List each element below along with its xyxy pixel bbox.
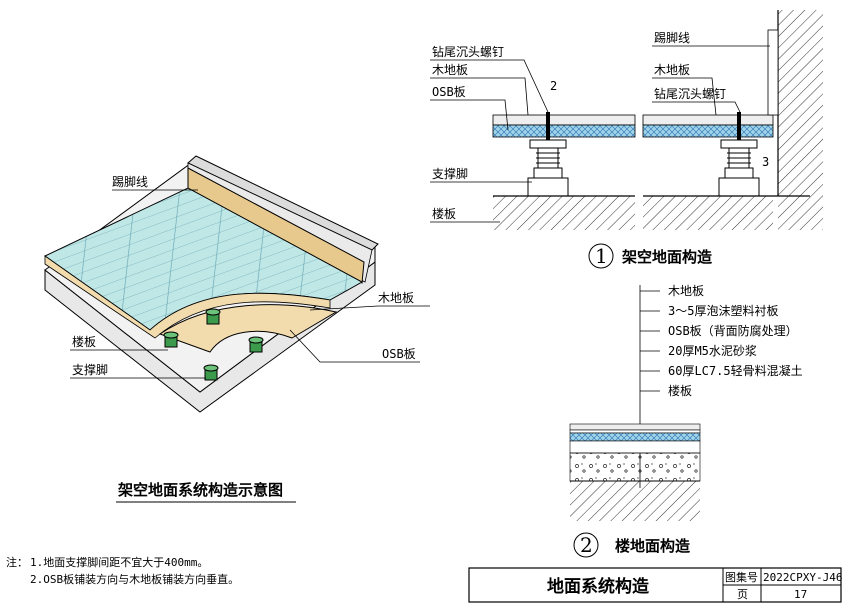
d2-slab [570,481,700,521]
d1-label-wood-floor: 木地板 [432,63,468,77]
d1-support-right [718,139,760,197]
d1-number-circle [588,243,614,269]
d1-label-osb: OSB板 [432,85,466,99]
d2-osb [569,432,701,442]
atlas-label: 图集号 [725,570,758,584]
iso-label-wood-floor: 木地板 [378,291,414,305]
d1-screw-left [546,112,550,142]
d1-leaders [430,45,770,223]
d2-number-circle [573,532,599,558]
d1-label-skirting: 踢脚线 [654,30,690,45]
d2-layer-3: OSB板（背面防腐处理） [668,323,798,338]
d2-layer-5: 60厚LC7.5轻骨料混凝土 [668,363,803,378]
isometric-view: 踢脚线 木地板 OSB板 楼板 支撑脚 架空地面系统构造示意图 [44,155,430,503]
d1-marker-3: 3 [762,155,769,169]
d1-number: 1 [595,244,608,268]
d2-concrete [569,452,701,482]
note-2: 2.OSB板铺装方向与木地板铺装方向垂直。 [30,572,239,586]
title-block-title: 地面系统构造 [547,576,650,597]
support-foot-2 [163,331,179,348]
d1-wood-floor-right [642,114,774,126]
iso-wood-edge [44,255,331,339]
atlas-value: 2022CPXY-J462 [763,571,843,584]
d2-layer-2: 3～5厚泡沫塑料衬板 [668,303,778,318]
iso-label-osb: OSB板 [382,347,416,361]
d2-wood-floor [569,423,701,431]
iso-leaders [70,189,430,379]
notes-prefix: 注： [6,555,28,569]
iso-skirting [187,167,365,284]
d2-layer-4: 20厚M5水泥砂浆 [668,343,757,358]
d1-marker-2: 2 [550,79,557,93]
d2-layer-6: 楼板 [668,383,692,398]
notes: 注： 1.地面支撑脚间距不宜大于400mm。 2.OSB板铺装方向与木地板铺装方… [6,555,239,586]
d2-mortar [569,440,701,454]
d1-caption: 架空地面构造 [621,248,712,266]
d1-label-support-foot: 支撑脚 [432,166,468,181]
d1-slab-left [493,196,635,230]
d1-wall [778,10,823,230]
support-foot-3 [248,336,264,353]
d2-number: 2 [580,533,593,557]
iso-label-skirting: 踢脚线 [112,174,148,189]
d1-osb-right [642,124,774,138]
title-block: 地面系统构造 图集号 2022CPXY-J462 页 17 [468,567,843,603]
d2-leaders [640,290,660,392]
page-label: 页 [737,588,748,601]
d2-foam [569,429,701,434]
d1-screw-right [737,112,741,142]
d1-label-screw-right: 钻尾沉头螺钉 [654,86,726,101]
d2-layer-1: 木地板 [668,284,704,298]
d1-wood-floor-left [492,114,636,126]
d1-label-screw: 钻尾沉头螺钉 [432,44,504,59]
iso-label-slab: 楼板 [72,334,96,349]
detail-1: 钻尾沉头螺钉 木地板 OSB板 支撑脚 楼板 踢脚线 木地板 钻尾沉头螺钉 2 … [430,10,823,269]
d1-slab-right [643,196,773,230]
support-foot-1 [205,308,221,325]
d1-support-left [527,139,569,197]
d2-layer-labels: 木地板 3～5厚泡沫塑料衬板 OSB板（背面防腐处理） 20厚M5水泥砂浆 60… [668,284,803,398]
d2-caption: 楼地面构造 [615,537,690,555]
d1-osb-left [492,124,636,138]
iso-caption: 架空地面系统构造示意图 [117,481,283,499]
iso-label-support-foot: 支撑脚 [72,362,108,377]
d1-label-wood-floor-right: 木地板 [654,63,690,77]
detail-2: 木地板 3～5厚泡沫塑料衬板 OSB板（背面防腐处理） 20厚M5水泥砂浆 60… [569,284,803,558]
d1-skirting [767,29,779,116]
d1-label-slab: 楼板 [432,206,456,221]
support-foot-4 [203,364,219,381]
page-value: 17 [794,588,807,601]
note-1: 1.地面支撑脚间距不宜大于400mm。 [30,555,208,569]
